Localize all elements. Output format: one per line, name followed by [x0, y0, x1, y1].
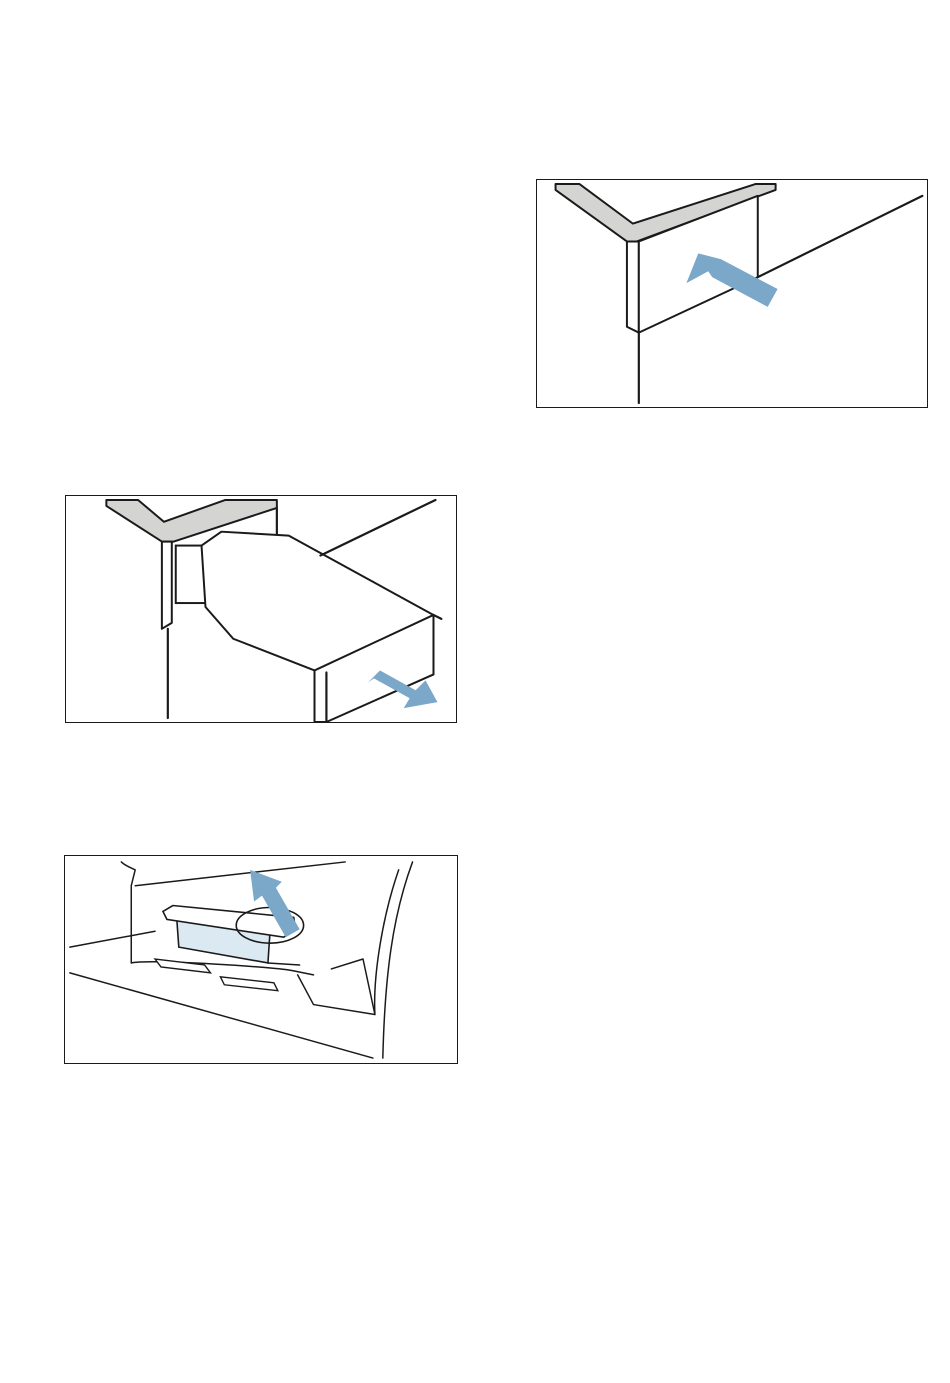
drawer-front-corner: [433, 615, 441, 619]
drawer-insert-figure: [536, 179, 928, 408]
compartment-back-edge: [135, 862, 345, 886]
compartment-bottom-edge: [70, 973, 373, 1058]
drawer-slot-right: [220, 977, 277, 991]
insert-lift-out-illustration: [65, 856, 457, 1063]
machine-top-edge: [758, 196, 923, 277]
machine-top-edge: [320, 500, 435, 556]
drawer-slot-left: [155, 959, 210, 973]
drawer-right-inner: [298, 870, 399, 1015]
drawer-right-wall: [383, 862, 413, 1058]
insert-base-edge: [268, 963, 300, 965]
drawer-pull-out-illustration: [66, 496, 456, 722]
drawer-pull-figure: [65, 495, 457, 723]
drawer-ramp: [331, 959, 375, 1014]
drawer-opening: [162, 542, 172, 629]
compartment-top-left-edge: [70, 931, 155, 947]
drawer-insert-illustration: [537, 180, 927, 407]
drawer-front-panel: [627, 241, 639, 332]
insert-lift-figure: [64, 855, 458, 1064]
